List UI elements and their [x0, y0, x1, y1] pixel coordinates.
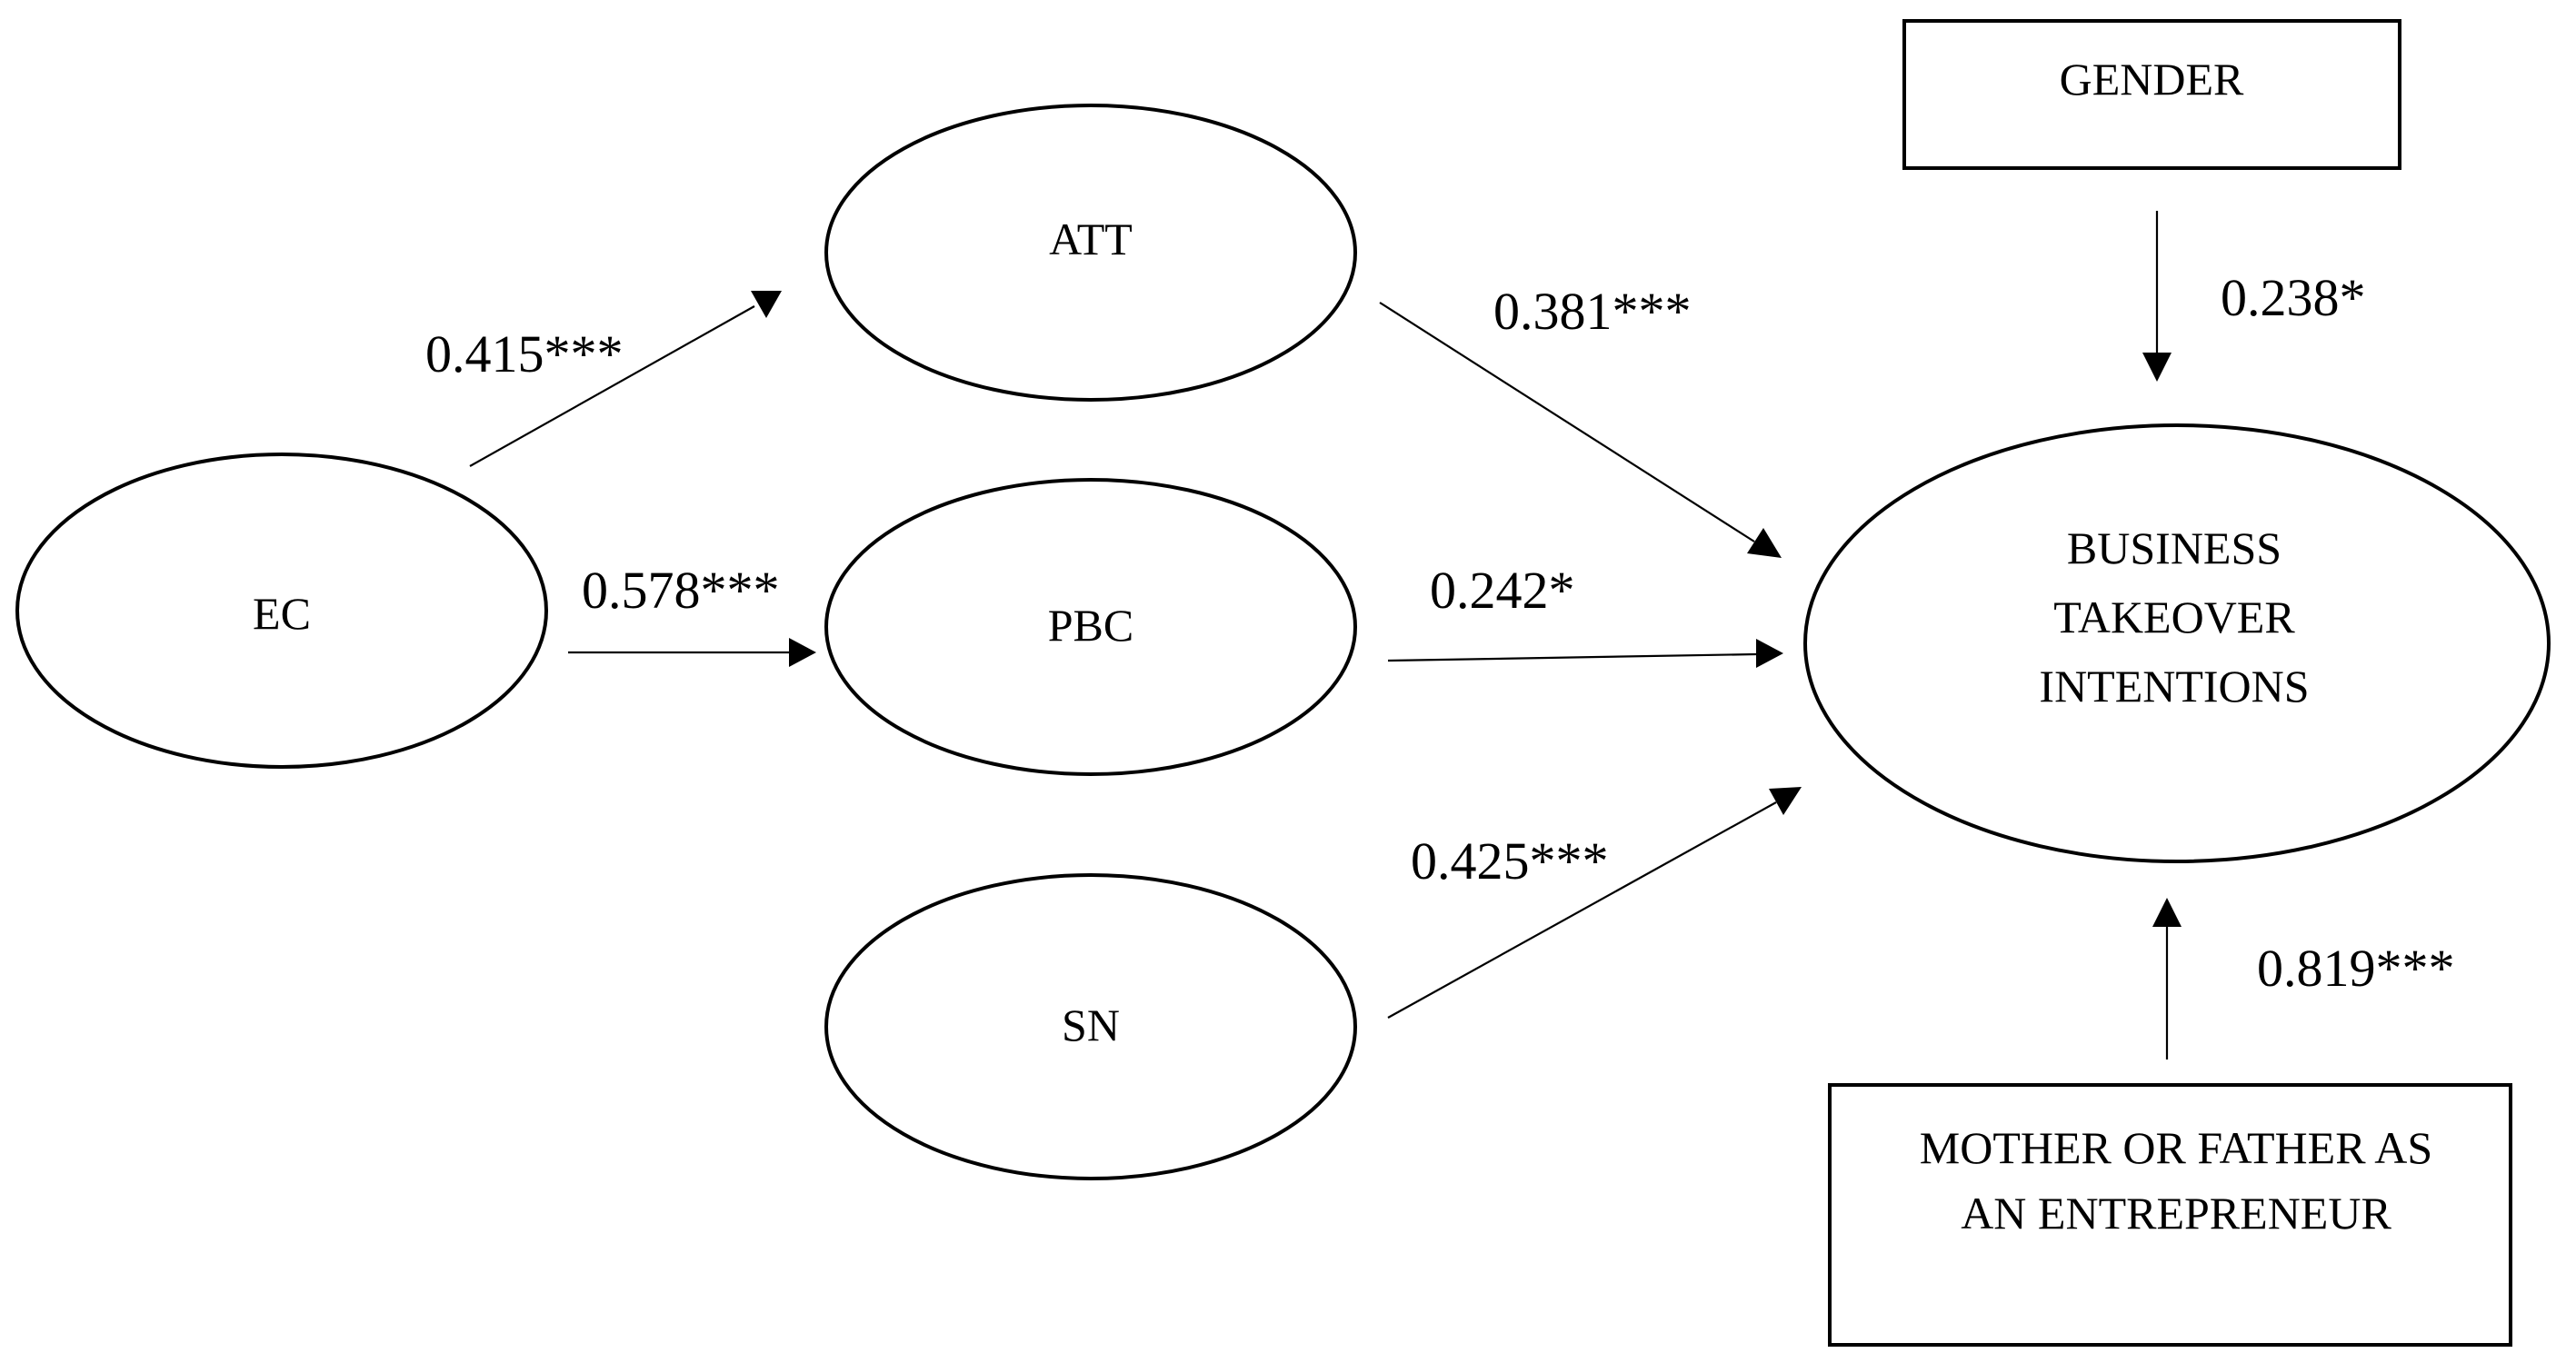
ec-node: [15, 453, 548, 769]
edge-parent-bti: [2152, 898, 2182, 1060]
edge-pbc-bti: [1387, 639, 1783, 668]
att-bti-coefficient: 0.381***: [1493, 282, 1692, 341]
business-takeover-intentions-label-line3: INTENTIONS: [2039, 661, 2310, 711]
parent-bti-coefficient: 0.819***: [2257, 939, 2455, 998]
parent-entrepreneur-label-line1: MOTHER OR FATHER AS: [1919, 1122, 2433, 1173]
edge-sn-bti: [1387, 787, 1802, 1019]
sn-node: [824, 873, 1357, 1180]
edge-ec-pbc: [568, 638, 816, 667]
edge-ec-att: [469, 291, 782, 467]
att-label: ATT: [1049, 214, 1133, 264]
ec-pbc-coefficient: 0.578***: [582, 561, 780, 620]
pbc-node: [824, 478, 1357, 776]
gender-label: GENDER: [2059, 54, 2244, 104]
parent-entrepreneur-node: [1828, 1083, 2512, 1347]
business-takeover-intentions-label-line2: TAKEOVER: [2053, 592, 2295, 642]
parent-entrepreneur-label-line2: AN ENTREPRENEUR: [1961, 1188, 2391, 1239]
sn-label: SN: [1062, 1000, 1120, 1050]
ec-label: EC: [253, 588, 311, 639]
gender-node: [1902, 19, 2401, 170]
pbc-bti-coefficient: 0.242*: [1430, 561, 1575, 620]
gender-bti-coefficient: 0.238*: [2221, 268, 2366, 327]
ec-att-coefficient: 0.415***: [425, 324, 624, 383]
business-takeover-intentions-label-line1: BUSINESS: [2066, 522, 2282, 573]
pbc-label: PBC: [1047, 600, 1134, 651]
edge-att-bti: [1379, 302, 1782, 558]
edge-gender-bti: [2142, 211, 2172, 382]
business-takeover-intentions-node: [1803, 423, 2551, 863]
sn-bti-coefficient: 0.425***: [1411, 831, 1609, 890]
att-node: [824, 104, 1357, 402]
